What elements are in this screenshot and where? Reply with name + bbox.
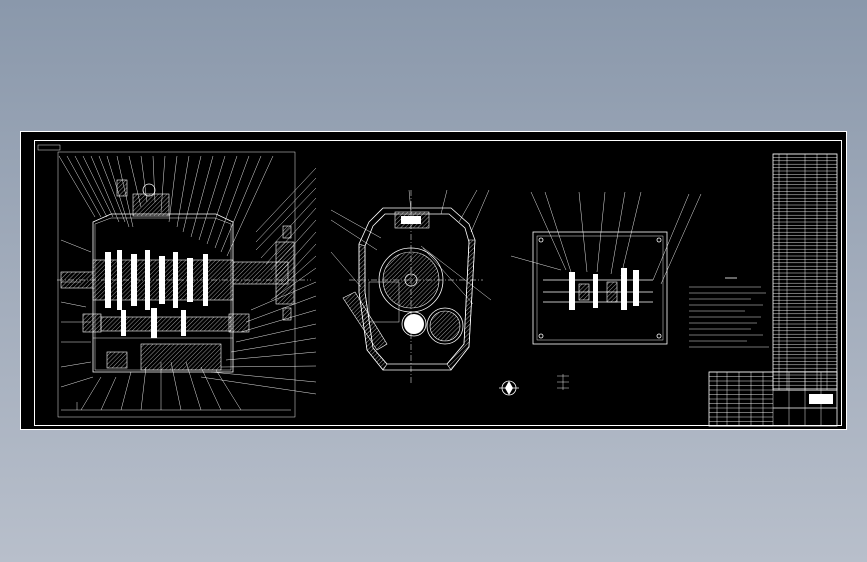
drawing-sheet — [20, 131, 847, 430]
side-section-view — [330, 189, 492, 384]
datum-symbol — [499, 380, 519, 396]
main-view-frame — [57, 151, 296, 418]
cad-drawing-canvas — [37, 144, 838, 427]
shift-lever — [342, 291, 388, 351]
title-block — [708, 371, 838, 427]
output-flange — [275, 241, 295, 305]
idler-gear — [426, 307, 464, 345]
top-view — [510, 191, 702, 345]
shift-tower — [132, 193, 170, 217]
roughness-symbol — [557, 374, 569, 390]
top-view-plate — [532, 231, 668, 345]
counter-shaft — [100, 316, 232, 332]
small-gear — [401, 311, 427, 337]
title-tag-box — [37, 144, 61, 151]
main-section-view — [57, 151, 317, 418]
reverse-gear — [140, 343, 222, 371]
parts-list-table — [772, 153, 838, 391]
drawing-frame — [34, 140, 842, 426]
leader-lines-left — [60, 239, 94, 388]
gearbox-housing — [92, 213, 234, 373]
technical-notes — [689, 277, 769, 348]
